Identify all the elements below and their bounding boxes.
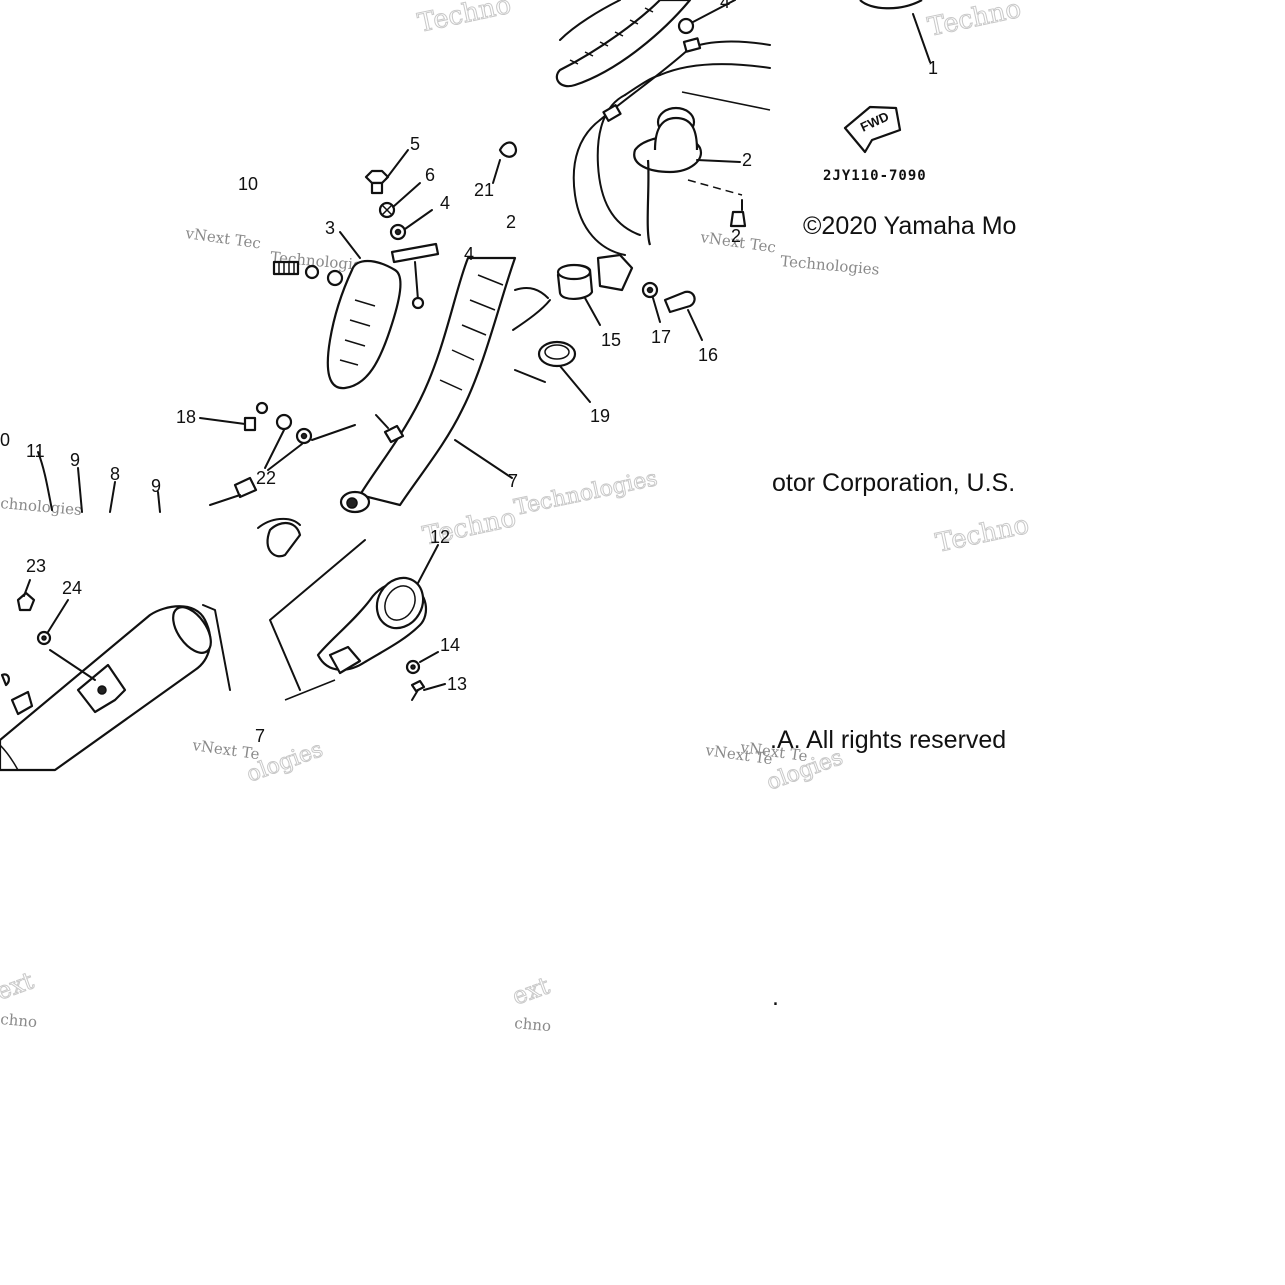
- callout-number: 1: [928, 58, 938, 78]
- copyright-fragment: otor Corporation, U.S.: [772, 469, 1015, 497]
- watermark: Techno: [925, 0, 1024, 43]
- callout-number: 18: [176, 407, 196, 427]
- callout-number: 2: [742, 150, 752, 170]
- callout-number: 14: [440, 635, 460, 655]
- callout-number: 21: [474, 180, 494, 200]
- callout-number: 6: [425, 165, 435, 185]
- watermarks: Techno Techno Techno Techno vNext Tec vN…: [0, 0, 1032, 1035]
- copyright-fragment: .A. All rights reserved: [770, 726, 1006, 754]
- muffler: [0, 579, 231, 772]
- watermark: Techno: [933, 510, 1032, 559]
- bolt-hardware: [364, 141, 518, 241]
- callout-number: 22: [256, 468, 276, 488]
- watermark: Technologies: [512, 466, 660, 521]
- callout-number: 8: [110, 464, 120, 484]
- callout-number: 15: [601, 330, 621, 350]
- callout-number: 0: [0, 430, 10, 450]
- callout-number: 24: [62, 578, 82, 598]
- callout-number: 12: [430, 527, 450, 547]
- part-1-outline: [859, 0, 923, 10]
- callout-number: 11: [26, 441, 45, 461]
- watermark: chnologies: [0, 494, 82, 519]
- watermark: Technologies: [780, 252, 880, 279]
- copyright-fragment: .: [772, 983, 779, 1011]
- callout-number: 9: [151, 476, 161, 496]
- mount-hardware: [37, 401, 356, 513]
- callout-number: 13: [447, 674, 467, 694]
- callout-number: 9: [70, 450, 80, 470]
- copyright-fragment: ©2020 Yamaha Mo: [803, 212, 1016, 240]
- fwd-arrow-icon: FWD: [843, 105, 902, 154]
- gasket-parts: [514, 253, 703, 403]
- copyright-notice: ©2020 Yamaha Mo otor Corporation, U.S. .…: [770, 212, 1016, 1011]
- watermark: vNext Te: [190, 736, 260, 763]
- callout-labels: 1 2 2 2 3 4 4 4 5 6 7 7 8 9 9 10 11 12 1…: [0, 0, 938, 746]
- part-code: 2JY110-7090: [823, 168, 927, 184]
- callout-number: 2: [731, 226, 741, 246]
- watermark: chno: [514, 1014, 552, 1035]
- watermark: ext: [508, 971, 553, 1010]
- watermark: Techno: [415, 0, 514, 39]
- callout-number: 17: [651, 327, 671, 347]
- callout-number: 23: [26, 556, 46, 576]
- callout-number: 7: [255, 726, 265, 746]
- callout-number: 5: [410, 134, 420, 154]
- callout-number: 16: [698, 345, 718, 365]
- callout-number: 3: [325, 218, 335, 238]
- callout-number: 10: [238, 174, 258, 194]
- callout-number: 4: [464, 244, 474, 264]
- callout-number: 4: [720, 0, 730, 12]
- callout-number: 4: [440, 193, 450, 213]
- watermark: chno: [0, 1010, 38, 1031]
- exhaust-header-pipe: [555, 0, 771, 256]
- watermark: vNext Tec: [183, 224, 262, 253]
- callout-number: 2: [506, 212, 516, 232]
- watermark: ext: [0, 966, 38, 1005]
- exhaust-pipe: [339, 256, 551, 514]
- callout-number: 19: [590, 406, 610, 426]
- heat-shield: [272, 231, 440, 390]
- callout-number: 7: [508, 471, 518, 491]
- tail-pipe: [257, 517, 446, 701]
